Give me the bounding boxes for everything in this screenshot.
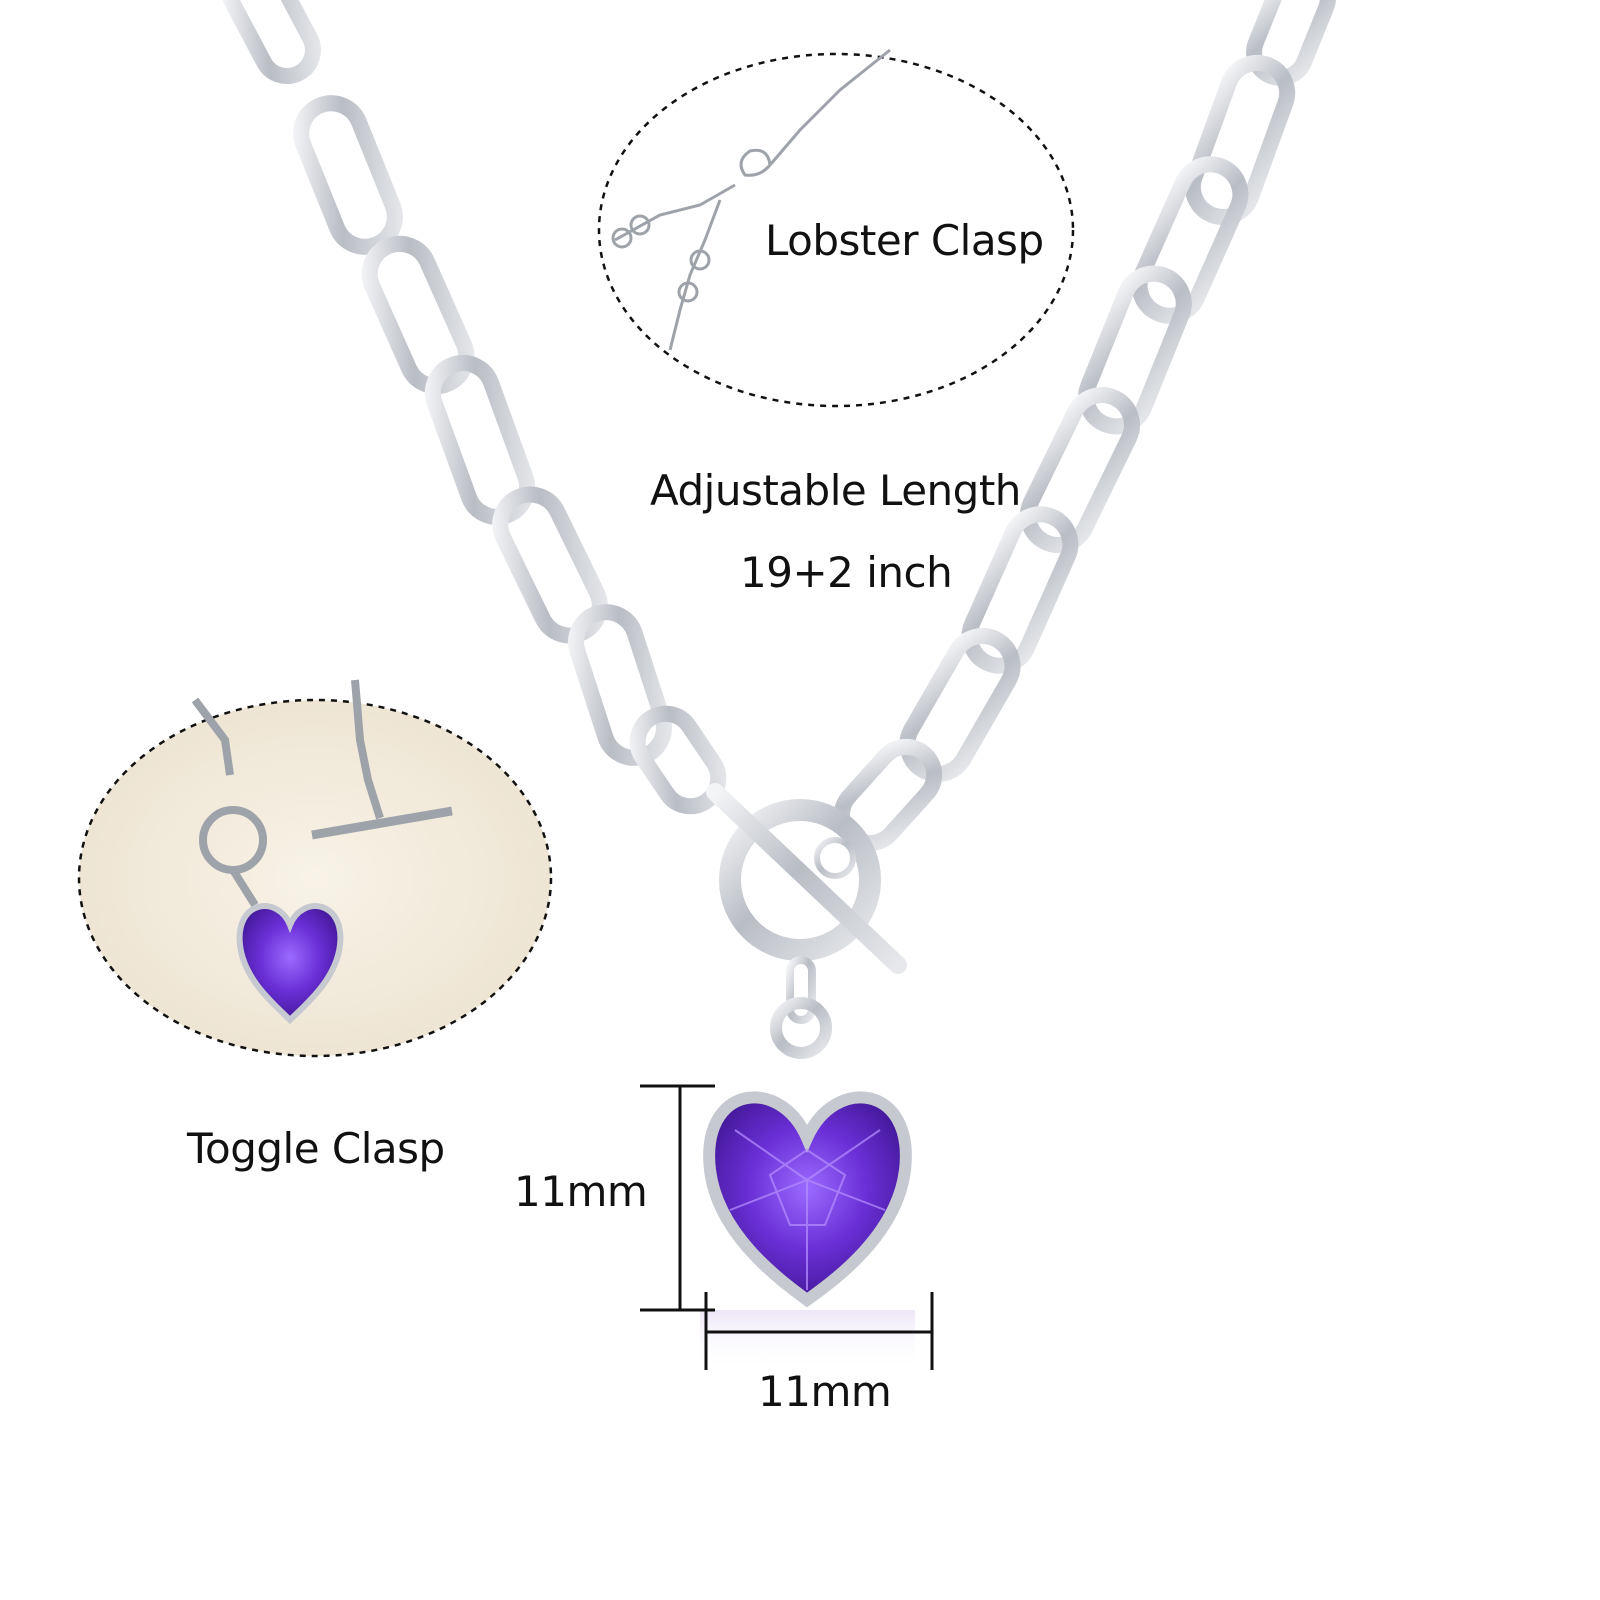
heart-pendant [700, 1091, 915, 1370]
adjustable-length-label: Adjustable Length [650, 466, 1021, 515]
lobster-clasp-inset [597, 48, 1075, 408]
toggle-clasp-label: Toggle Clasp [187, 1124, 445, 1173]
lobster-clasp-label: Lobster Clasp [765, 216, 1044, 265]
toggle-clasp [706, 783, 907, 1059]
right-chain [833, 0, 1336, 852]
pendant-height-label: 11mm [514, 1167, 648, 1216]
left-chain [221, 0, 727, 815]
pendant-width-label: 11mm [758, 1367, 892, 1416]
length-value-label: 19+2 inch [740, 548, 953, 597]
toggle-clasp-inset [77, 679, 553, 1058]
dimension-markers [640, 1084, 934, 1370]
